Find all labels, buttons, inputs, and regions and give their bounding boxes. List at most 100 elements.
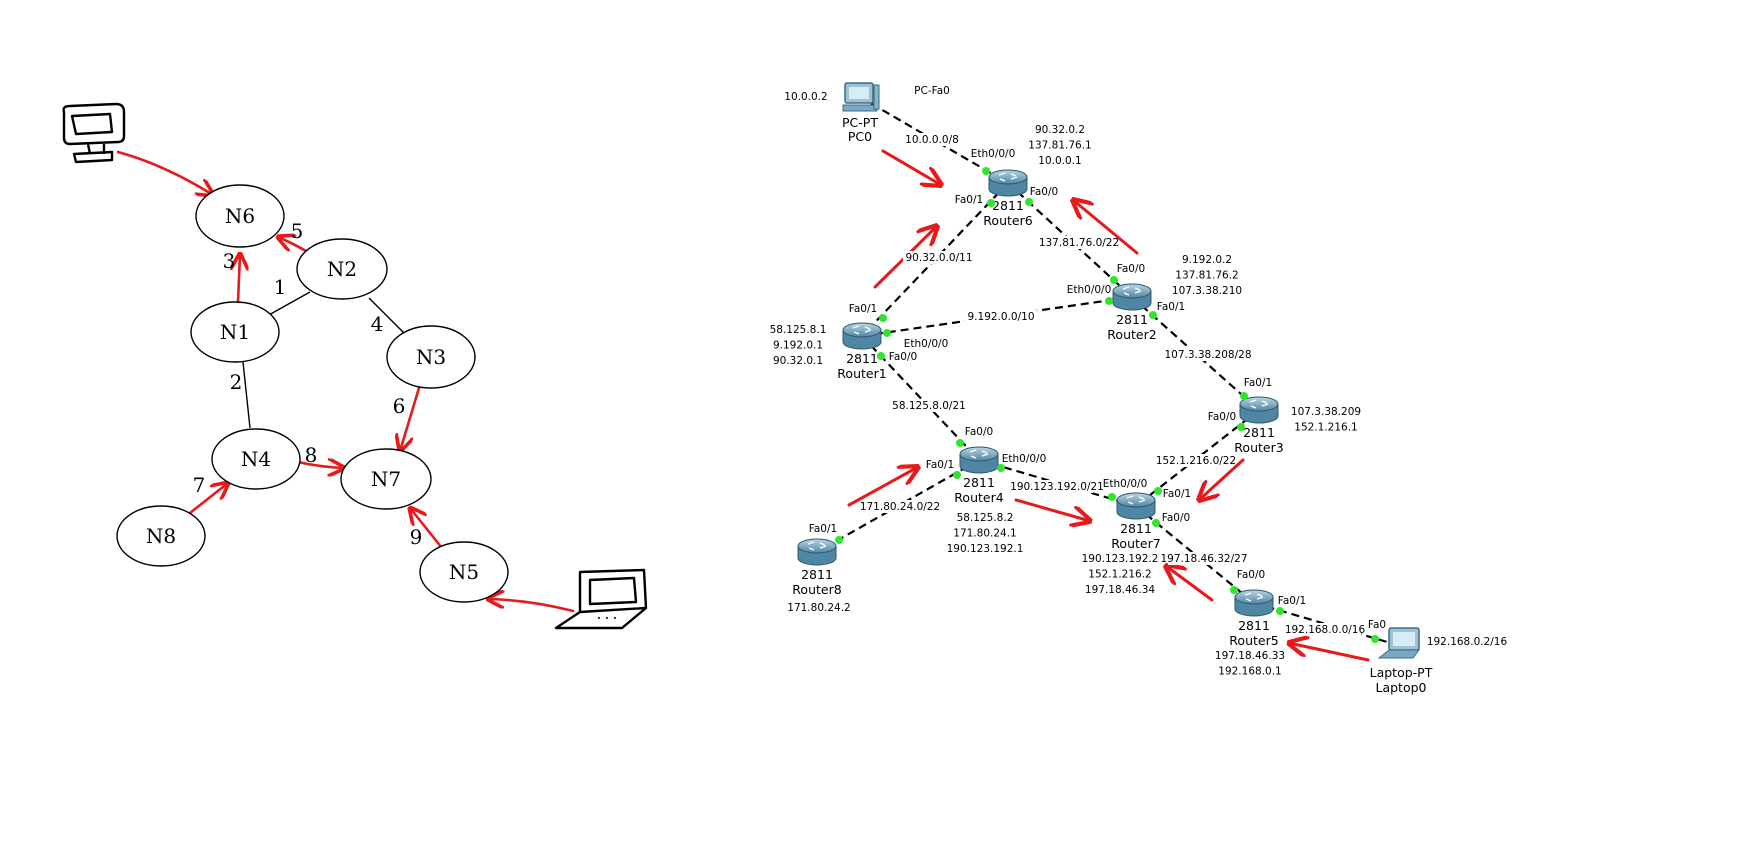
network-devices: 2811Router62811Router12811Router22811Rou… — [784, 82, 1508, 695]
router-model-label: 2811 — [1116, 312, 1148, 327]
label-backdrop — [896, 133, 968, 146]
node-ellipse — [211, 428, 301, 490]
pc-to-n6-arrow — [116, 150, 213, 195]
router-model-label: 2811 — [963, 475, 995, 490]
router-name-label: Router2 — [1107, 327, 1156, 342]
laptop-device-icon — [1377, 627, 1420, 659]
port-label: Fa0/1 — [809, 523, 837, 535]
edge-weight-label: 6 — [393, 394, 406, 418]
ip-address-text: 107.3.38.210 — [1172, 285, 1242, 297]
router-model-label: 2811 — [1238, 618, 1270, 633]
laptop-host-label: Laptop0 — [1376, 680, 1427, 695]
network-address-label: 90.32.0.0/11 — [906, 252, 973, 264]
port-label: Eth0/0/0 — [1067, 284, 1112, 296]
red-arrow-laptop-to-router5 — [1289, 643, 1370, 662]
router-model-label: 2811 — [1120, 521, 1152, 536]
port-label: Fa0/0 — [965, 426, 993, 438]
ip-address-text: 9.192.0.2 — [1182, 254, 1232, 266]
node-ellipse — [419, 541, 509, 603]
port-indicator-dot — [1276, 607, 1284, 615]
port-indicator-dot — [1025, 198, 1033, 206]
ip-address-text: 107.3.38.209 — [1291, 406, 1361, 418]
network-address-label: 10.0.0.0/8 — [905, 134, 959, 146]
node-label: N5 — [449, 560, 479, 584]
ip-address-text: 152.1.216.1 — [1294, 422, 1357, 434]
port-label: Fa0 — [1368, 619, 1386, 631]
label-backdrop — [903, 251, 975, 264]
node-label: N2 — [327, 257, 357, 281]
port-indicator-dot — [1149, 311, 1157, 319]
port-indicator-dot — [879, 314, 887, 322]
sketch-red-edges — [116, 150, 575, 613]
node-label: N3 — [416, 345, 446, 369]
port-indicator-dot — [1152, 519, 1160, 527]
node-label: N6 — [225, 204, 255, 228]
ip-address-text: 58.125.8.2 — [957, 512, 1014, 524]
router-name-label: Router4 — [954, 490, 1003, 505]
edge-weight-label: 7 — [193, 473, 206, 497]
network-address-label: 107.3.38.208/28 — [1164, 349, 1251, 361]
router5-ip-list: 197.18.46.33 192.168.0.1 — [1215, 650, 1285, 678]
edge-n1-n2 — [266, 291, 311, 317]
edge-n2-n3 — [368, 297, 408, 337]
port-label: Fa0/1 — [955, 194, 983, 206]
port-indicator-dot — [956, 439, 964, 447]
red-arrow-router5-to-router7 — [1166, 566, 1214, 602]
router-icon — [1116, 492, 1156, 520]
ip-address-text: 90.32.0.2 — [1035, 124, 1085, 136]
ip-address-labels: 90.32.0.2137.81.76.110.0.0.158.125.8.19.… — [770, 124, 1361, 678]
laptop-ip-label: 192.168.0.2/16 — [1427, 636, 1508, 648]
node-ellipse — [116, 505, 206, 567]
pc-host-label: PC0 — [848, 129, 872, 144]
router-icon — [797, 538, 837, 566]
ip-address-text: 171.80.24.1 — [953, 528, 1016, 540]
edge-weight-label: 3 — [223, 249, 236, 273]
port-label: Fa0/0 — [1208, 411, 1236, 423]
edge-weight-label: 5 — [291, 219, 304, 243]
node-label: N4 — [241, 447, 271, 471]
laptop-type-label: Laptop-PT — [1370, 665, 1433, 680]
port-label: Eth0/0/0 — [904, 338, 949, 350]
port-label: Fa0/0 — [1117, 263, 1145, 275]
edge-weight-label: 4 — [371, 312, 384, 336]
port-label: Fa0/0 — [1030, 186, 1058, 198]
port-label: Eth0/0/0 — [971, 148, 1016, 160]
pc-port-label: PC-Fa0 — [914, 85, 950, 97]
network-address-label: 190.123.192.0/21 — [1010, 481, 1104, 493]
network-address-label: 9.192.0.0/10 — [968, 311, 1035, 323]
edge-n1-n4 — [242, 361, 251, 429]
port-indicator-dot — [953, 471, 961, 479]
ip-address-text: 197.18.46.34 — [1085, 584, 1155, 596]
edge-weight-label: 9 — [410, 525, 423, 549]
red-arrow-router2-to-router6 — [1073, 200, 1139, 255]
router-model-label: 2811 — [992, 198, 1024, 213]
ip-address-text: 171.80.24.2 — [787, 602, 850, 614]
router-name-label: Router6 — [983, 213, 1032, 228]
ip-address-text: 197.18.46.33 — [1215, 650, 1285, 662]
red-arrow-router4-to-router7 — [1014, 498, 1090, 521]
router-icon — [842, 322, 882, 350]
node-label: N7 — [371, 467, 401, 491]
ip-address-text: 192.168.0.1 — [1218, 666, 1281, 678]
network-address-labels: 10.0.0.0/890.32.0.0/11137.81.76.0/229.19… — [860, 133, 1365, 636]
node-ellipse — [195, 184, 285, 248]
node-n7: N7 — [340, 448, 432, 510]
label-backdrop — [893, 399, 965, 412]
network-address-label: 58.125.8.0/21 — [892, 400, 966, 412]
port-label: Fa0/1 — [1278, 595, 1306, 607]
port-label: Fa0/1 — [1157, 301, 1185, 313]
